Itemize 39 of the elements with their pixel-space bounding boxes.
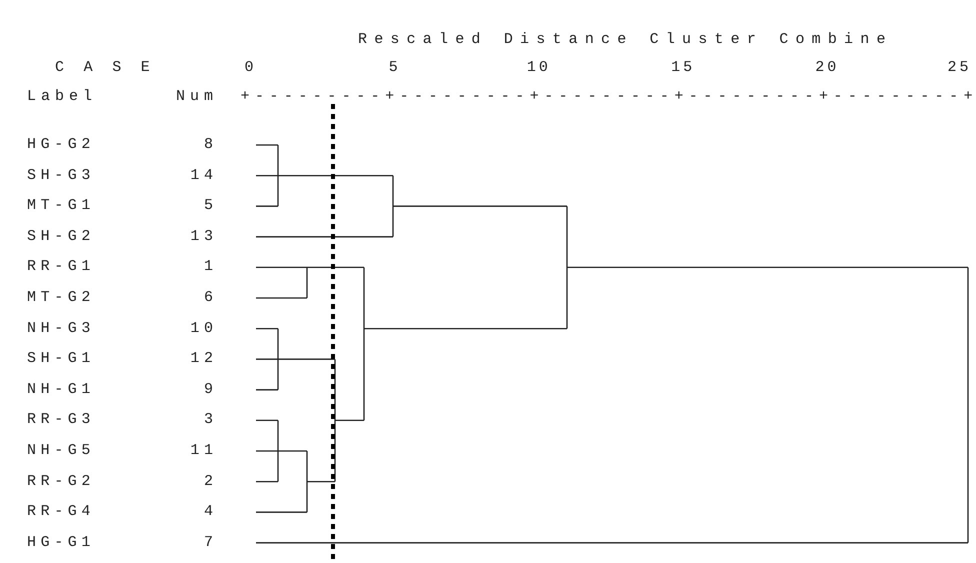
case-label: SH-G2 [27,228,91,246]
case-label: NH-G1 [27,380,91,399]
case-number: 2 [204,472,214,491]
scale-value: 5 [388,59,399,77]
case-label: HG-G2 [27,136,91,154]
case-label: NH-G5 [27,442,91,460]
case-label: RR-G3 [27,411,91,430]
scale-value: 20 [815,59,838,77]
case-number: 7 [204,534,214,552]
case-number: 5 [204,197,214,216]
column-header: C A S E [55,59,150,77]
scale-value: 25 [947,59,970,77]
case-number: 9 [204,380,214,399]
case-label: NH-G3 [27,320,91,338]
case-number: 10 [190,320,214,338]
scale-value: 0 [244,59,254,77]
case-label: RR-G4 [27,503,91,522]
scale-value: 10 [526,59,549,77]
column-header: Label [27,88,93,106]
case-label: SH-G1 [27,350,91,368]
case-label: MT-G1 [27,197,91,216]
chart-title: Rescaled Distance Cluster Combine [358,31,886,49]
case-label: RR-G1 [27,258,91,276]
case-label: SH-G3 [27,166,91,185]
scale-axis: +---------+---------+---------+---------+---------+ [240,88,974,106]
case-number: 12 [190,350,214,368]
case-number: 3 [204,411,214,430]
case-number: 11 [190,442,214,460]
case-number: 4 [204,503,214,522]
column-header: Num [176,88,214,106]
case-label: HG-G1 [27,534,91,552]
scale-value: 15 [671,59,694,77]
case-number: 14 [190,166,214,185]
case-label: MT-G2 [27,289,91,307]
case-number: 1 [204,258,214,276]
case-number: 8 [204,136,214,154]
case-number: 13 [190,228,214,246]
case-label: RR-G2 [27,472,91,491]
case-number: 6 [204,289,214,307]
